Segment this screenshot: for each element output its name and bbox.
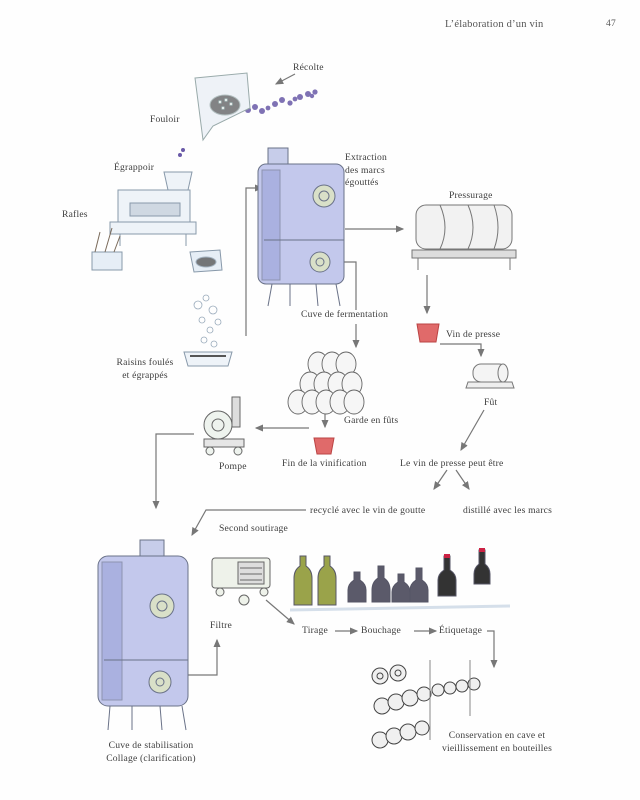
label-fut: Fût [484, 397, 498, 408]
single-barrel-illustration [465, 363, 515, 389]
page-number: 47 [606, 19, 616, 29]
press-wine-glass-illustration [416, 323, 440, 343]
label-recolte: Récolte [293, 62, 324, 73]
pump-illustration [203, 396, 245, 456]
bottle-racks-illustration [371, 660, 481, 749]
label-cuve-stabilisation-line1: Cuve de stabilisation [108, 740, 194, 751]
label-conservation: Conservation en cave et vieillissement e… [432, 730, 562, 755]
stems-crate-illustration [91, 227, 123, 271]
fermentation-vat-illustration [257, 147, 345, 307]
label-fouloir: Fouloir [150, 114, 180, 125]
filter-machine-illustration [211, 557, 271, 606]
final-wine-glass-illustration [313, 437, 335, 455]
grape-harvest-illustration [245, 89, 318, 114]
arrow-raisins-to-vat [245, 184, 264, 336]
bottling-line-illustration [289, 548, 511, 612]
arrow-filter-to-tirage [265, 599, 295, 625]
arrow-pompe-to-vat [152, 433, 194, 510]
arrow-vin-to-fut [440, 343, 485, 358]
barrel-stack-illustration [287, 351, 365, 415]
label-extraction-line3: égouttés [345, 177, 379, 188]
destemmer-illustration [109, 148, 197, 246]
label-conservation-line2: vieillissement en bouteilles [441, 742, 553, 754]
arrow-option-distille [455, 469, 470, 490]
label-vin-de-presse: Vin de presse [446, 329, 501, 340]
label-filtre: Filtre [210, 620, 232, 631]
label-pressurage: Pressurage [449, 190, 493, 201]
label-tirage: Tirage [302, 625, 328, 636]
label-cuve-stabilisation: Cuve de stabilisation Collage (clarifica… [96, 740, 206, 765]
wine-press-illustration [411, 204, 517, 270]
label-etiquetage: Étiquetage [439, 625, 483, 636]
label-distille: distillé avec les marcs [463, 505, 553, 516]
arrow-recycle-to-vat [191, 509, 306, 537]
label-pompe: Pompe [219, 461, 247, 472]
arrow-fut-to-option [460, 409, 485, 452]
stabilisation-vat-illustration [97, 539, 189, 731]
crushed-grapes-tray-illustration [189, 249, 223, 273]
arrow-option-recycle [433, 469, 448, 490]
label-raisins-line1: Raisins foulés [116, 357, 174, 368]
label-raisins: Raisins foulés et égrappés [110, 357, 180, 382]
label-extraction-line2: des marcs [345, 164, 385, 176]
label-cuve-stabilisation-line2: Collage (clarification) [106, 752, 196, 764]
raisins-illustration [183, 294, 233, 367]
label-extraction: Extraction des marcs égouttés [345, 152, 387, 190]
label-second-soutirage: Second soutirage [219, 523, 289, 534]
running-header-title: L’élaboration d’un vin [445, 19, 544, 30]
crusher-hopper-illustration [194, 72, 251, 142]
label-vin-presse-peut-etre: Le vin de presse peut être [400, 458, 504, 469]
label-recycle: recyclé avec le vin de goutte [310, 505, 426, 516]
label-rafles: Rafles [62, 209, 88, 220]
label-extraction-line1: Extraction [345, 152, 387, 163]
label-fin-vinification: Fin de la vinification [282, 458, 367, 469]
label-raisins-line2: et égrappés [122, 369, 168, 381]
arrow-etiquetage-to-conservation [487, 630, 498, 669]
label-cuve-fermentation: Cuve de fermentation [301, 309, 389, 320]
arrow-vat-to-filtre [186, 638, 221, 676]
label-egrappoir: Égrappoir [114, 162, 155, 173]
label-bouchage: Bouchage [361, 625, 401, 636]
label-conservation-line1: Conservation en cave et [448, 730, 546, 741]
arrow-recolte [274, 73, 296, 85]
line-vat-to-cuve-label [342, 261, 357, 310]
label-garde-en-futs: Garde en fûts [344, 415, 399, 426]
